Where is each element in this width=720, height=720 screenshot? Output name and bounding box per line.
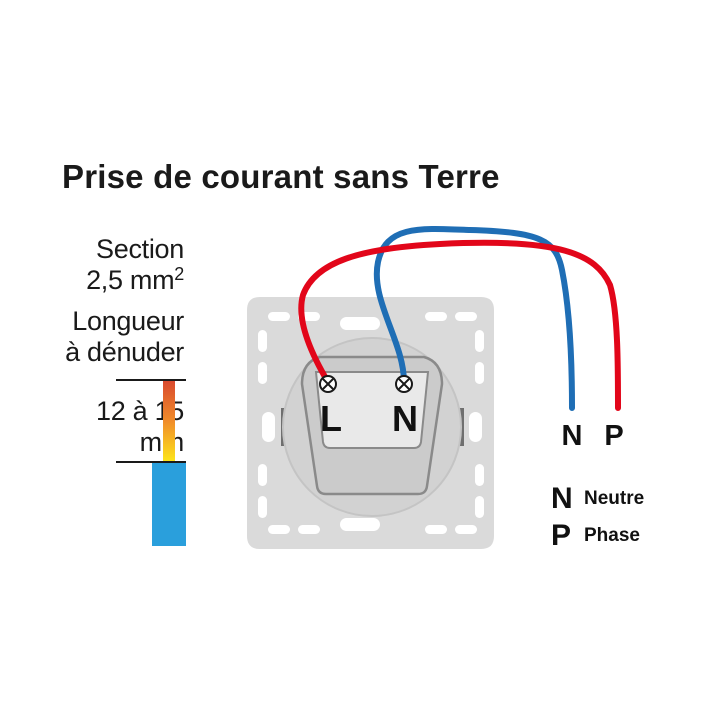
- terminal-label-l: L: [320, 398, 342, 439]
- legend-letter-phase: P: [551, 519, 571, 552]
- wire-end-label-neutral: N: [562, 420, 583, 452]
- socket-plate: [247, 297, 494, 549]
- legend-word-phase: Phase: [584, 525, 640, 546]
- strip-length-label: Longueur à dénuder: [65, 306, 184, 368]
- wire-insulation: [152, 462, 186, 546]
- strip-length-line2: mm: [139, 427, 185, 457]
- section-label: Section 2,5 mm2: [86, 234, 184, 296]
- section-label-line1: Section: [96, 234, 184, 264]
- plate-mounting-holes: [258, 312, 484, 534]
- section-value-exponent: 2: [174, 264, 184, 284]
- screw-n-icon: [395, 375, 413, 393]
- neutral-wire: [373, 225, 575, 411]
- screw-l-icon: [319, 375, 337, 393]
- strip-label-line2: à dénuder: [65, 337, 184, 367]
- wire-end-label-phase: P: [604, 420, 623, 452]
- stripped-conductor: [163, 380, 175, 462]
- strip-label-line1: Longueur: [72, 306, 184, 336]
- phase-wire: [298, 239, 621, 411]
- terminal-label-n: N: [392, 398, 418, 439]
- page-title: Prise de courant sans Terre: [62, 158, 500, 195]
- stripped-wire-illustration: [116, 379, 186, 546]
- legend-letter-neutral: N: [551, 482, 573, 515]
- legend: N Neutre P Phase: [551, 482, 644, 552]
- section-value: 2,5 mm2: [86, 264, 184, 295]
- legend-word-neutral: Neutre: [584, 488, 644, 509]
